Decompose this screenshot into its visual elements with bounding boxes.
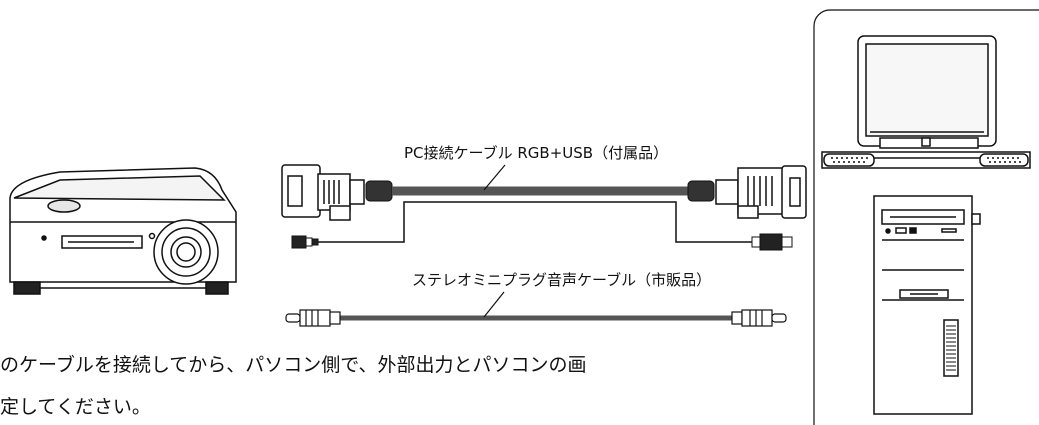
pc-cable-label: PC接続ケーブル RGB+USB（付属品） [404, 144, 668, 162]
tower-pc-icon [873, 195, 981, 415]
audio-cable-label: ステレオミニプラグ音声ケーブル（市販品） [412, 271, 711, 289]
speaker-grille-right [987, 157, 1021, 163]
instruction-text-line2: 定してください。 [0, 396, 151, 418]
ferrite-core-left [365, 180, 393, 202]
monitor-icon [821, 35, 1031, 169]
computer-panel [813, 9, 1039, 425]
pc-cable-leader-line [483, 164, 506, 191]
vga-usb-cable: PC接続ケーブル RGB+USB（付属品） [281, 144, 807, 251]
speaker-grille-left [831, 157, 868, 163]
usb-cable-thin [318, 201, 752, 243]
vga-connector-right-icon [715, 165, 807, 219]
usb-plug-left-icon [291, 235, 319, 249]
usb-plug-right-icon [751, 233, 793, 251]
ferrite-core-right [687, 180, 715, 202]
vga-connector-left-icon [281, 164, 365, 221]
audio-cable-leader-line [483, 291, 505, 318]
instruction-text-line1: のケーブルを接続してから、パソコン側で、外部出力とパソコンの画 [0, 353, 587, 376]
audio-cable: ステレオミニプラグ音声ケーブル（市販品） [285, 271, 787, 327]
mini-plug-right-icon [731, 309, 787, 327]
tower-vent-grille [946, 325, 956, 371]
mini-plug-left-icon [285, 309, 341, 327]
projector-icon [9, 167, 237, 295]
